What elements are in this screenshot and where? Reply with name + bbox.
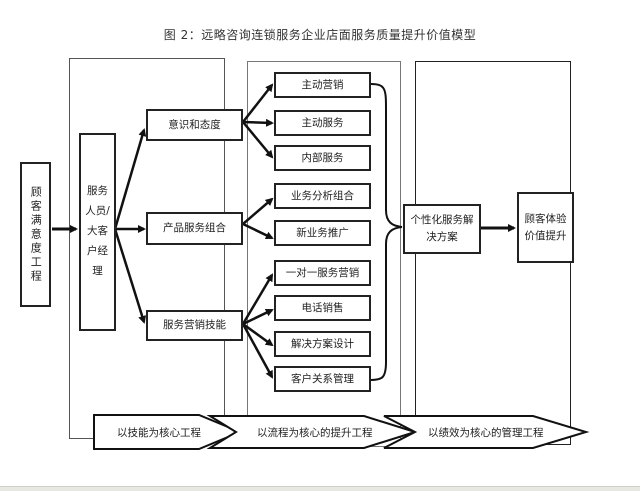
level2-box-0: 主动营销 bbox=[274, 72, 371, 98]
arrow-l1-2-to-l2-7 bbox=[242, 322, 274, 347]
arrow-l1-1-to-l2-3 bbox=[242, 197, 274, 225]
arrow-personnel-to-attitude bbox=[113, 128, 147, 230]
level1-box-skills: 服务营销技能 bbox=[146, 310, 243, 341]
level2-box-5: 一对一服务营销 bbox=[274, 260, 371, 286]
arrow-l1-2-to-l2-8 bbox=[241, 323, 274, 379]
chevron-label-0: 以技能为核心工程 bbox=[117, 427, 201, 439]
arrow-l1-0-to-l2-2 bbox=[242, 121, 274, 159]
brace-to-solution bbox=[370, 83, 403, 381]
level2-box-2: 内部服务 bbox=[274, 145, 371, 171]
arrow-l1-0-to-l2-0 bbox=[242, 83, 274, 123]
level2-box-6: 电话销售 bbox=[274, 295, 371, 321]
personnel-box: 服务人员/大客户经理 bbox=[79, 133, 116, 331]
chevron-label-1: 以流程为核心的提升工程 bbox=[257, 427, 373, 439]
arrow-l1-2-to-l2-5 bbox=[241, 273, 274, 325]
level2-box-1: 主动服务 bbox=[274, 110, 371, 136]
arrow-l1-1-to-l2-4 bbox=[242, 222, 274, 240]
level2-box-4: 新业务推广 bbox=[274, 220, 371, 246]
result-box: 顾客体验价值提升 bbox=[517, 192, 574, 263]
level1-box-product: 产品服务组合 bbox=[146, 212, 243, 245]
chevron-shape-0 bbox=[93, 414, 243, 450]
diagram-title: 图 2：远略咨询连锁服务企业店面服务质量提升价值模型 bbox=[163, 28, 477, 42]
personnel-label: 服务人员/大客户经理 bbox=[85, 185, 110, 277]
bottom-edge-strip bbox=[0, 486, 640, 491]
arrow-l1-2-to-l2-6 bbox=[242, 308, 274, 326]
arrow-l1-0-to-l2-1 bbox=[242, 118, 274, 127]
solution-box: 个性化服务解决方案 bbox=[403, 204, 481, 254]
chevron-shape-1 bbox=[206, 415, 419, 449]
level2-box-8: 客户关系管理 bbox=[274, 366, 371, 392]
level1-box-attitude: 意识和态度 bbox=[146, 109, 243, 141]
arrow-personnel-to-skills bbox=[113, 228, 147, 324]
level2-box-3: 业务分析组合 bbox=[274, 183, 371, 209]
level2-box-7: 解决方案设计 bbox=[274, 331, 371, 357]
chevron-label-2: 以绩效为核心的管理工程 bbox=[428, 427, 544, 439]
chevron-shape-2 bbox=[383, 415, 590, 449]
customer-satisfaction-box: 顾客满意度工程 bbox=[20, 162, 51, 307]
